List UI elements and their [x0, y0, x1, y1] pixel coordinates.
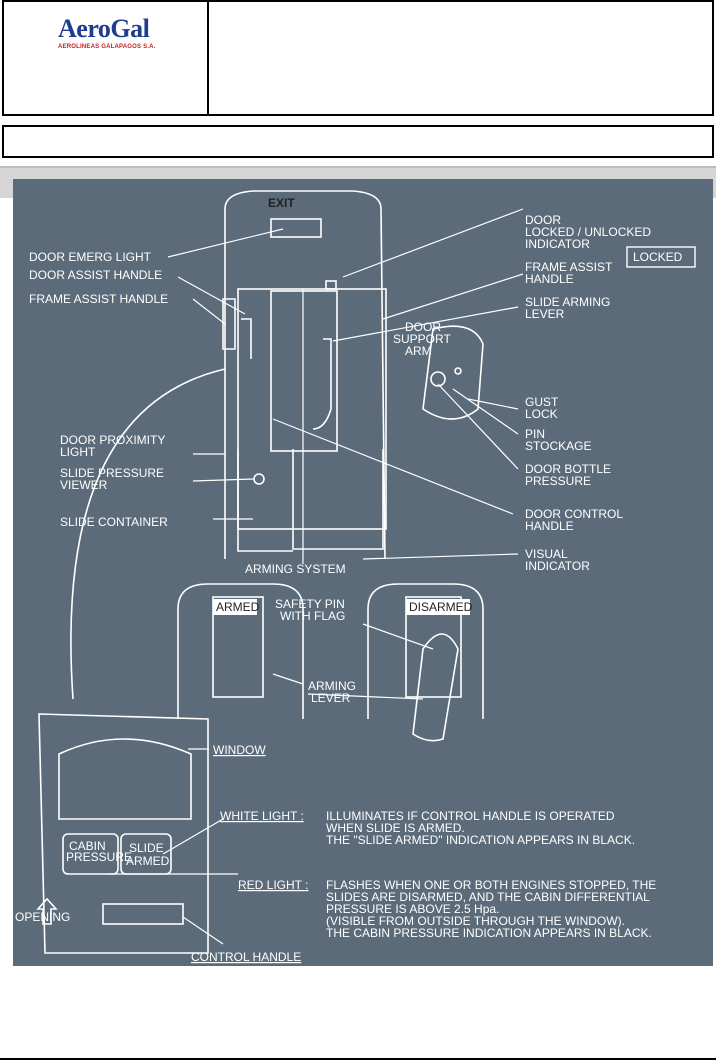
red-light-desc-5: THE CABIN PRESSURE INDICATION APPEARS IN…: [326, 926, 652, 940]
label-pin-1: PIN: [525, 427, 545, 441]
label-door-proximity-2: LIGHT: [60, 445, 96, 459]
label-gust-lock-1: GUST: [525, 395, 559, 409]
label-slide-arming-2: LEVER: [525, 307, 565, 321]
label-support-arm-3: ARM: [405, 344, 432, 358]
label-red-light: RED LIGHT :: [238, 878, 308, 892]
label-white-light: WHITE LIGHT :: [220, 809, 304, 823]
label-support-arm-2: SUPPORT: [393, 332, 451, 346]
label-slide-pressure-1: SLIDE PRESSURE: [60, 466, 164, 480]
label-visual-ind-2: INDICATOR: [525, 559, 590, 573]
label-pin-2: STOCKAGE: [525, 439, 591, 453]
exit-sign: EXIT: [268, 196, 295, 210]
label-door-assist-handle: DOOR ASSIST HANDLE: [29, 268, 162, 282]
label-door-emerg-light: DOOR EMERG LIGHT: [29, 250, 152, 264]
logo-subtitle: AEROLINEAS GALAPAGOS S.A.: [58, 44, 156, 50]
label-arming-lever-1: ARMING: [308, 679, 356, 693]
label-window: WINDOW: [213, 743, 266, 757]
header-divider: [207, 2, 209, 114]
label-door-control-1: DOOR CONTROL: [525, 507, 623, 521]
label-slide-container: SLIDE CONTAINER: [60, 515, 168, 529]
label-door-indicator-3: INDICATOR: [525, 237, 590, 251]
locked-box: LOCKED: [633, 250, 683, 264]
label-frame-assist-handle-left: FRAME ASSIST HANDLE: [29, 292, 168, 306]
label-control-handle: CONTROL HANDLE: [191, 950, 301, 964]
label-frame-assist-right-1: FRAME ASSIST: [525, 260, 613, 274]
label-support-arm-1: DOOR: [405, 320, 441, 334]
red-light-desc-2: SLIDES ARE DISARMED, AND THE CABIN DIFFE…: [326, 890, 650, 904]
label-slide-arming-1: SLIDE ARMING: [525, 295, 610, 309]
label-door-bottle-1: DOOR BOTTLE: [525, 462, 611, 476]
label-slide-armed-1: SLIDE: [129, 841, 164, 855]
footer-rule: [0, 1058, 716, 1060]
label-cabin-2: PRESSURE: [66, 850, 132, 864]
header-bar-row: [2, 125, 714, 158]
header-box: AeroGal AEROLINEAS GALAPAGOS S.A.: [2, 0, 714, 116]
label-slide-armed-2: ARMED: [126, 854, 170, 868]
label-armed: ARMED: [216, 600, 260, 614]
label-visual-ind-1: VISUAL: [525, 547, 568, 561]
label-arming-system: ARMING SYSTEM: [245, 562, 346, 576]
label-door-indicator-1: DOOR: [525, 213, 561, 227]
label-cabin-1: CABIN: [69, 839, 106, 853]
label-frame-assist-right-2: HANDLE: [525, 272, 574, 286]
label-door-indicator-2: LOCKED / UNLOCKED: [525, 225, 651, 239]
label-door-control-2: HANDLE: [525, 519, 574, 533]
label-disarmed: DISARMED: [409, 600, 473, 614]
label-opening: OPENING: [15, 910, 70, 924]
white-light-desc-2: WHEN SLIDE IS ARMED.: [326, 821, 465, 835]
label-arming-lever-2: LEVER: [311, 691, 351, 705]
label-door-bottle-2: PRESSURE: [525, 474, 591, 488]
door-diagram-svg: EXIT LOCKED DOOR EMERG LIGHT DOOR ASSIST…: [15, 190, 696, 964]
red-light-desc-4: (VISIBLE FROM OUTSIDE THROUGH THE WINDOW…: [326, 914, 625, 928]
red-light-desc-1: FLASHES WHEN ONE OR BOTH ENGINES STOPPED…: [326, 878, 656, 892]
white-light-desc-3: THE "SLIDE ARMED" INDICATION APPEARS IN …: [326, 833, 635, 847]
label-slide-pressure-2: VIEWER: [60, 478, 108, 492]
door-diagram: EXIT LOCKED DOOR EMERG LIGHT DOOR ASSIST…: [13, 179, 713, 966]
red-light-desc-3: PRESSURE IS ABOVE 2.5 Hpa.: [326, 902, 499, 916]
aerogal-logo: AeroGal AEROLINEAS GALAPAGOS S.A.: [58, 14, 168, 54]
label-safety-pin-2: WITH FLAG: [280, 609, 345, 623]
label-door-proximity-1: DOOR PROXIMITY: [60, 433, 165, 447]
label-gust-lock-2: LOCK: [525, 407, 558, 421]
label-safety-pin-1: SAFETY PIN: [275, 597, 345, 611]
white-light-desc-1: ILLUMINATES IF CONTROL HANDLE IS OPERATE…: [326, 809, 615, 823]
logo-name: AeroGal: [58, 14, 150, 43]
